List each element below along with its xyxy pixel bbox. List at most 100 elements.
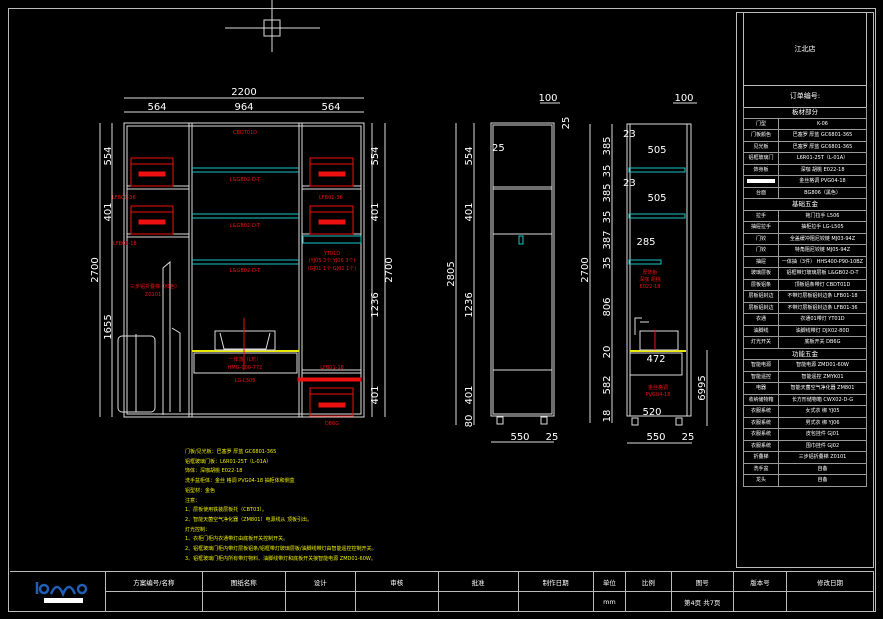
spec-key: 收纳储物箱 [744,394,779,405]
title-block-cell: 单位 mm [593,572,627,611]
spec-row: 门型 K-06 [743,118,867,130]
spec-key [744,176,779,187]
spec-key: 台面 [744,187,779,198]
spec-key: 拉手 [744,210,779,221]
spec-row: 龙头 自备 [743,475,867,487]
title-block-header: 修改日期 [787,572,873,592]
title-block-header: 单位 [593,572,626,592]
spec-row: 电器智能天菌空气净化器 ZM801 [743,383,867,395]
spec-key: 层板铝封边 [744,291,779,302]
label: YT01D [323,251,340,257]
dim: 20 [602,346,613,359]
title-block-cell: 批准 [438,572,519,611]
spec-key: 龙头 [744,475,779,486]
crosshair-cursor [225,0,320,52]
dim: 25 [561,117,572,130]
spec-row: 门铰 特角阻尼铰链 MJ05-94Z [743,245,867,257]
drawing-frame [8,8,876,612]
note-line: 注意： [185,497,201,504]
spec-row: 折叠梯三步铝折叠梯 Z0101 [743,452,867,464]
dim: 23 [623,178,636,189]
label: LFB01-36 [112,195,136,201]
spec-value: 智能遥控 ZMYK01 [801,373,844,380]
dim-height: 554 [103,146,114,165]
spec-row: 收纳储物箱长方形储物箱 CWX02-D-G [743,394,867,406]
spec-value: 抽柜拉手 LG-L505 [801,224,844,230]
label: PVG04-18 [646,392,671,398]
title-block-header: 方案编号/名称 [106,572,202,592]
spec-key: 衣服系统 [744,440,779,451]
spec-value: 深咖 胡桃 E022-18 [800,166,845,173]
spec-value: 油脚线带灯 DJX02-80D [795,327,850,334]
spec-row: 拉手拖门拉手 L506 [743,210,867,222]
spec-key: 门型 [744,118,779,129]
spec-value: 自备 [817,477,828,483]
spec-key: 门铰 [744,245,779,256]
dim: 387 [602,230,613,249]
label: LG-L505 [235,378,256,384]
spec-value: 围巾挂件 GJ02 [805,442,840,449]
spec-key: 饰身板 [744,164,779,175]
title-block-cell: 版本号 [733,572,788,611]
spec-value: 一体抽（3件） HHS400-P90-10BZ [781,258,864,265]
dim: 505 [647,193,666,204]
spec-value: 特角阻尼铰链 MJ05-94Z [794,247,851,253]
spec-value: K-06 [817,120,828,127]
note-line: 灯光控制： [185,526,211,533]
dim: 100 [674,93,693,104]
dim: 23 [623,129,636,140]
order-number-label: 订单编号: [743,85,867,108]
dim-width-middle: 964 [234,102,253,113]
title-block-value [203,592,285,611]
spec-key: 抽屉 [744,256,779,267]
label: E022-18 [640,284,661,290]
dim-height-total-left: 2700 [90,257,101,282]
spec-row: 金丝格调 PVG04-18 [743,176,867,188]
title-block-cell: 审核 [355,572,439,611]
front-elevation [99,97,386,418]
label: 深咖 胡桃 [639,276,661,283]
spec-value: 三步铝折叠梯 Z0101 [798,454,847,460]
spec-value: 皮包挂件 GJ01 [805,431,840,437]
dim-height-total-right: 2700 [384,257,395,282]
side-elevation-2 [589,102,708,444]
note-line: 1、衣柜门柜内衣通带灯由底板开关控制开关。 [185,536,289,543]
spec-key: 门铰 [744,233,779,244]
logo-icon [35,582,88,603]
dim: 554 [464,146,475,165]
dim: 285 [636,237,655,248]
title-block-value [106,592,202,611]
label: 厚饰板 [642,269,657,276]
dim-width-left: 564 [147,102,166,113]
label: LFB01-36 [319,195,343,201]
dim-height: 1655 [103,314,114,339]
title-block-header: 审核 [355,572,438,592]
spec-row: 门板颜色巴塞罗 厚蓝 GC6801-365 [743,130,867,142]
spec-row: 衣服系统 围巾挂件 GJ02 [743,440,867,452]
spec-key: 玻璃层板 [744,268,779,279]
section-header: 功能五金 [743,348,867,360]
spec-row: 衣服系统女式衣 绑 YJ05 [743,406,867,418]
section-header: 板材部分 [743,107,867,119]
spec-key: 见光板 [744,141,779,152]
spec-value: 巴塞罗 厚蓝 GC6801-365 [792,132,853,138]
note-line: 1、层板使用铁装层板托（CBT03）。 [185,507,268,514]
title-block-value [787,592,873,611]
title-block-value [286,592,355,611]
dim-height: 1236 [370,292,381,317]
note-line: 饰体：深咖胡桃 E022-18 [185,468,243,475]
note-line: 门板/见光板：巴塞罗 厚蓝 GC6801-365 [185,449,277,455]
title-block-header: 图号 [671,572,733,592]
title-block-value: mm [603,597,616,606]
spec-value: 全盖缓冲阻尼铰链 MJ03-94Z [789,235,856,242]
label: L&GB02-D-T [230,177,261,183]
dim-height: 401 [103,202,114,221]
note-line: 3、铝框玻璃门柜内所有带灯物料、油脚线带灯和底板开关接智能电源 ZMD01-60… [185,555,376,562]
spec-value: 智能天菌空气净化器 ZM801 [790,385,855,391]
spec-row: 智能电源智能电源 ZMD01-60W [743,360,867,372]
